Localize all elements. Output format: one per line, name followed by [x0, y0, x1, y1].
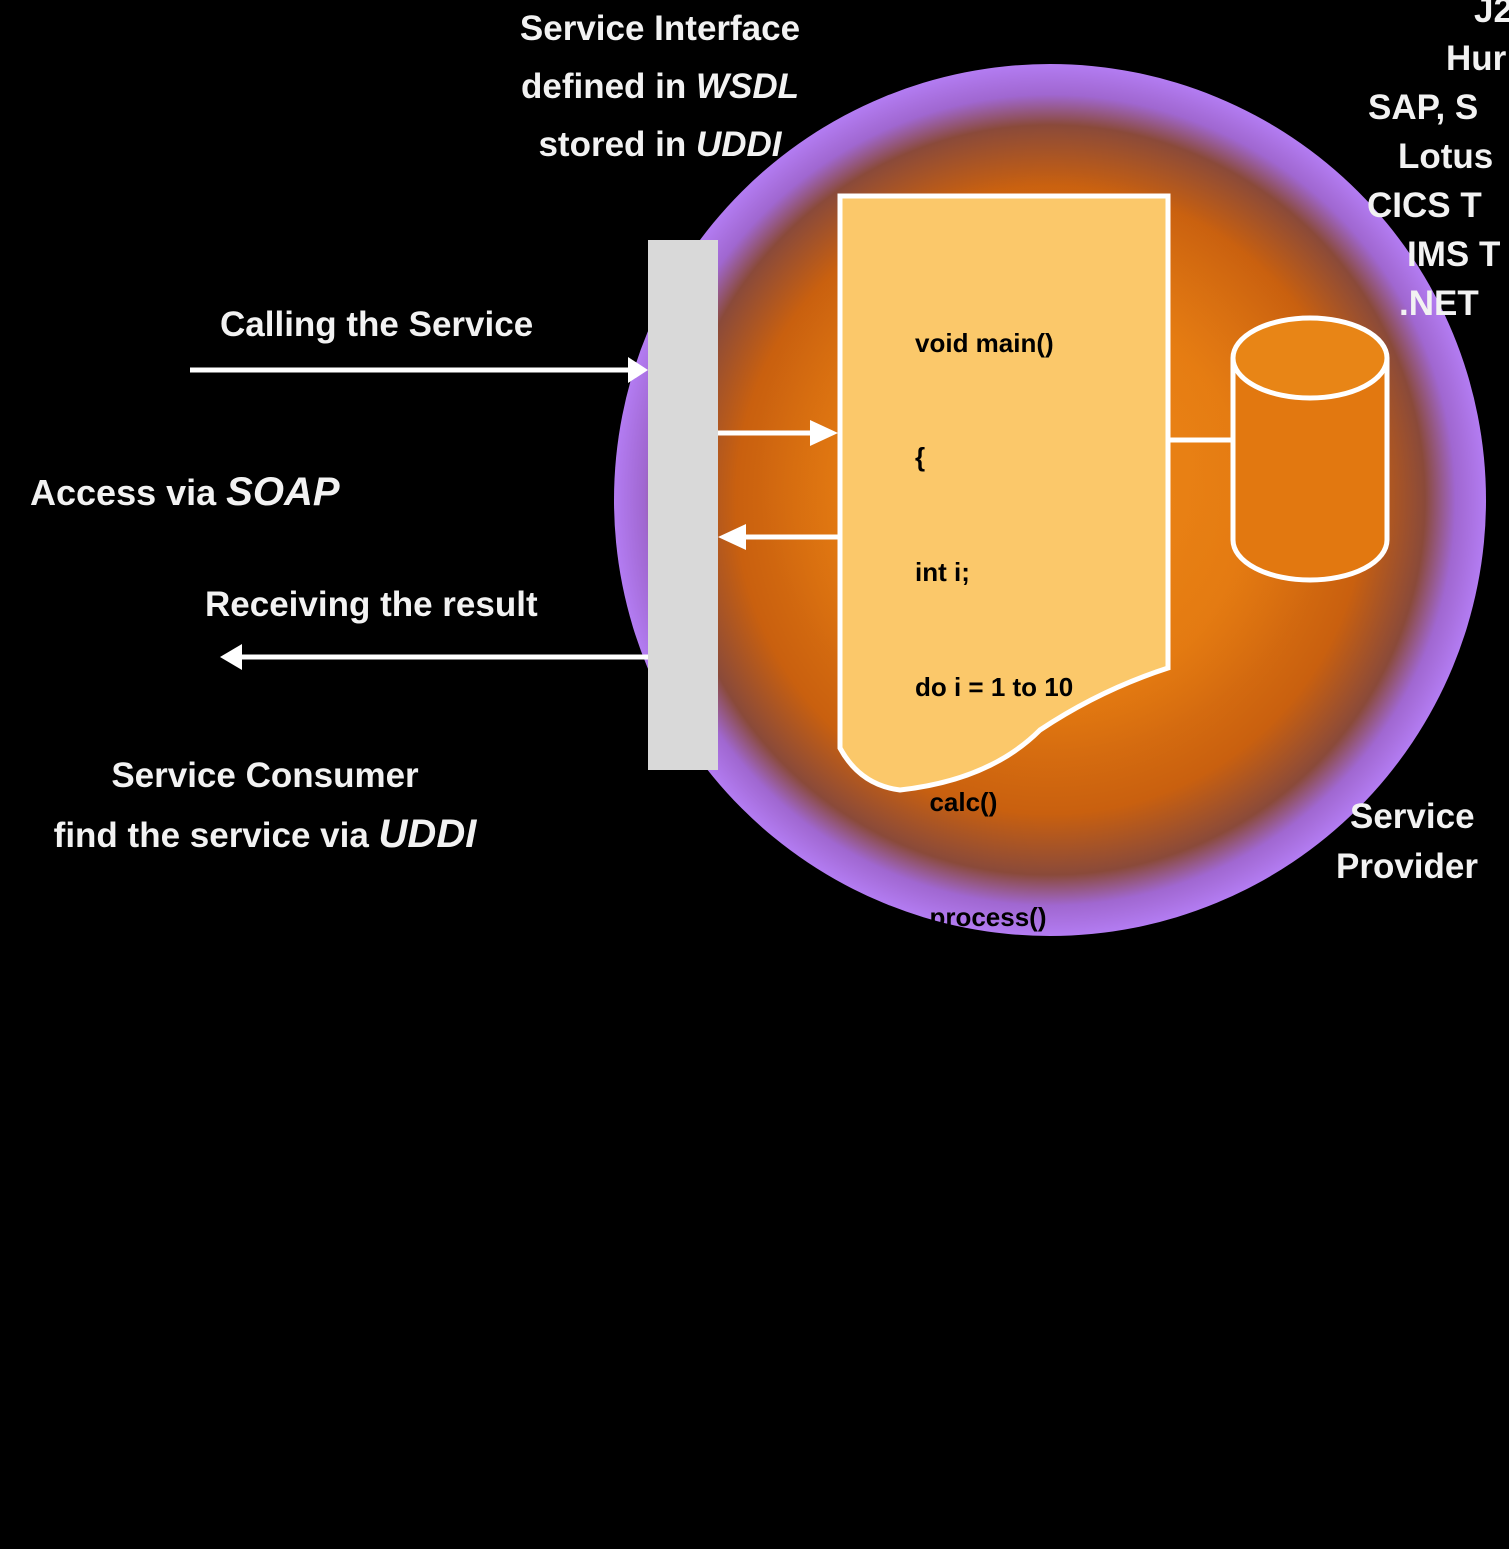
code-listing: void main() { int i; do i = 1 to 10 calc…: [915, 247, 1073, 1549]
soap-term: SOAP: [226, 470, 340, 514]
interface-line-3-prefix: stored in: [538, 125, 687, 164]
code-line: {: [915, 442, 926, 473]
consumer-line-2-prefix: find the service via: [53, 816, 369, 855]
request-arrow: [718, 420, 838, 446]
uddi-term: UDDI: [378, 812, 477, 856]
service-interface-bar: [648, 240, 718, 770]
consumer-line-2: find the service via UDDI: [0, 805, 530, 865]
access-label: Access via SOAP: [30, 463, 340, 522]
wsdl-term: WSDL: [695, 67, 800, 106]
calling-arrow: [190, 357, 648, 383]
service-consumer-label: Service Consumer find the service via UD…: [0, 747, 530, 865]
provider-line-1: Service: [1350, 797, 1475, 836]
code-line: else: [915, 1246, 966, 1277]
code-line: process(): [915, 902, 1047, 933]
code-line: calc(): [915, 787, 998, 818]
code-document: [837, 193, 1171, 793]
consumer-line-1: Service Consumer: [111, 756, 419, 795]
diagram-canvas: [190, 64, 1486, 936]
code-line: (...): [915, 1476, 954, 1507]
code-line: if SUCCESS: [915, 1016, 1064, 1047]
uddi-term: UDDI: [695, 125, 782, 164]
access-prefix: Access via: [30, 472, 217, 513]
code-line: do i = 1 to 10: [915, 672, 1074, 703]
code-line: rc = 0: [915, 1131, 999, 1162]
code-line: int i;: [915, 557, 970, 588]
interface-line-2-prefix: defined in: [520, 67, 687, 106]
interface-line-2: defined in WSDL: [470, 58, 850, 116]
calling-label: Calling the Service: [220, 305, 534, 344]
interface-line-3: stored in UDDI: [470, 116, 850, 174]
receiving-label: Receiving the result: [205, 585, 538, 624]
service-interface-label: Service Interface defined in WSDL stored…: [470, 0, 850, 174]
response-arrow: [718, 524, 838, 550]
interface-line-1: Service Interface: [519, 9, 801, 48]
code-line: rc = 1: [915, 1361, 999, 1392]
service-provider-label: Service Provider: [1336, 792, 1478, 892]
provider-line-2: Provider: [1336, 847, 1478, 886]
database-icon: [1230, 315, 1390, 583]
code-line: void main(): [915, 327, 1054, 358]
receiving-arrow: [220, 644, 648, 670]
